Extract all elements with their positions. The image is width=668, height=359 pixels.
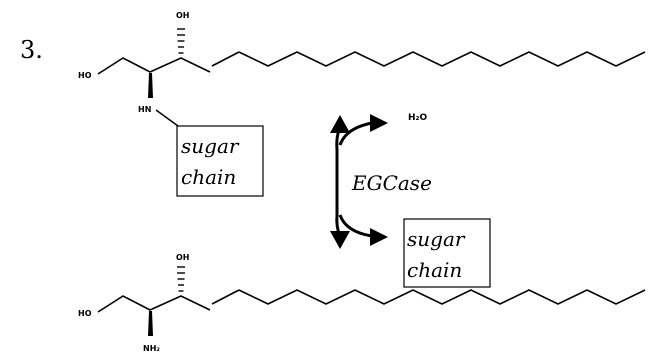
bottom-alkyl-chain (238, 289, 646, 305)
reaction-arrows: H₂O EGCase sugar chain (330, 113, 491, 288)
bottom-hashed-wedge (177, 266, 185, 292)
bottom-nh2-label: NH₂ (143, 344, 160, 353)
bottom-molecule: HO OH NH₂ (78, 253, 646, 353)
upper-branch-arrowhead (370, 114, 388, 132)
upper-branch-curve (338, 121, 373, 146)
top-n-bond (155, 109, 179, 127)
released-sugar-line1: sugar (407, 227, 466, 251)
top-alkyl-chain (238, 51, 646, 67)
top-double-bond (211, 51, 240, 67)
bottom-solid-wedge (148, 311, 153, 336)
reaction-curve (335, 127, 342, 237)
released-sugar-box (403, 218, 491, 288)
top-solid-wedge (148, 73, 153, 98)
top-sugar-box (176, 125, 264, 197)
top-hashed-wedge (177, 28, 185, 54)
top-sugar-line2: chain (181, 165, 236, 189)
down-arrowhead (330, 231, 350, 249)
item-number: 3. (20, 36, 43, 64)
released-sugar-line2: chain (407, 258, 462, 282)
bottom-ho-label: HO (78, 309, 92, 318)
bottom-oh-label: OH (176, 253, 190, 262)
enzyme-label: EGCase (351, 171, 432, 195)
water-label: H₂O (408, 113, 427, 123)
up-arrowhead (330, 115, 350, 133)
top-head-bonds (97, 57, 211, 75)
top-hn-label: HN (138, 105, 151, 114)
top-molecule: HO OH HN sugar chain (78, 11, 646, 197)
top-sugar-line1: sugar (181, 134, 240, 158)
top-oh-label: OH (176, 11, 190, 20)
lower-branch-arrowhead (370, 228, 388, 246)
bottom-head-bonds (97, 295, 211, 313)
top-ho-label: HO (78, 71, 92, 80)
lower-branch-curve (338, 214, 373, 238)
bottom-double-bond (211, 289, 240, 305)
